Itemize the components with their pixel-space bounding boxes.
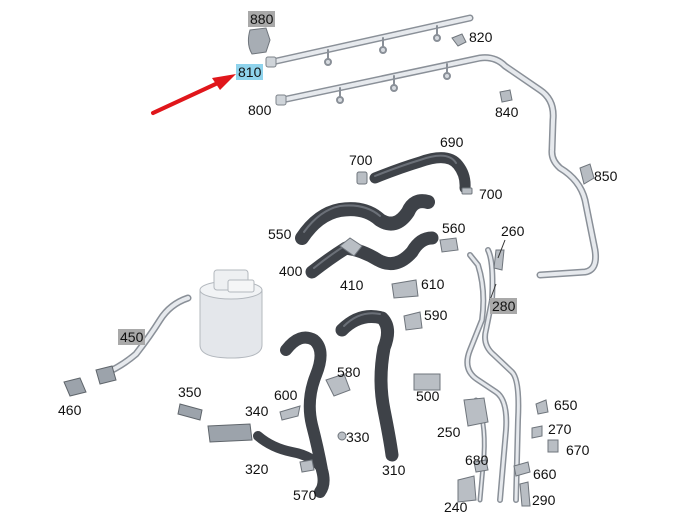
- leader-line-280: [489, 283, 497, 301]
- callout-260[interactable]: 260: [501, 223, 525, 239]
- callout-310[interactable]: 310: [382, 462, 406, 478]
- callout-600[interactable]: 600: [274, 387, 298, 403]
- callout-340[interactable]: 340: [245, 403, 269, 419]
- callout-840[interactable]: 840: [495, 104, 519, 120]
- fuel-filter: [199, 269, 263, 359]
- callout-700-lower[interactable]: 700: [479, 186, 503, 202]
- callout-320[interactable]: 320: [245, 461, 269, 477]
- connectors: [63, 365, 253, 443]
- clips-brackets: [279, 171, 559, 507]
- clip-880-part: [247, 27, 271, 55]
- callout-810[interactable]: 810: [236, 64, 264, 80]
- fuel-rail-upper: [265, 14, 474, 68]
- callout-690[interactable]: 690: [440, 134, 464, 150]
- callout-880[interactable]: 880: [248, 11, 276, 27]
- hoses: [253, 152, 471, 498]
- callout-610[interactable]: 610: [421, 276, 445, 292]
- callout-240[interactable]: 240: [444, 499, 468, 515]
- callout-330[interactable]: 330: [346, 429, 370, 445]
- callout-680[interactable]: 680: [465, 452, 489, 468]
- callout-570[interactable]: 570: [293, 487, 317, 503]
- pointer-arrow: [151, 74, 236, 115]
- callout-400[interactable]: 400: [279, 263, 303, 279]
- callout-450[interactable]: 450: [118, 329, 146, 345]
- callout-650[interactable]: 650: [554, 397, 578, 413]
- callout-660[interactable]: 660: [533, 466, 557, 482]
- callout-550[interactable]: 550: [268, 226, 292, 242]
- callout-700-upper[interactable]: 700: [349, 152, 373, 168]
- leader-line-260: [497, 239, 506, 259]
- callout-290[interactable]: 290: [532, 492, 556, 508]
- callout-280[interactable]: 280: [490, 298, 518, 314]
- callout-820[interactable]: 820: [469, 29, 493, 45]
- callout-850[interactable]: 850: [594, 168, 618, 184]
- callout-590[interactable]: 590: [424, 307, 448, 323]
- callout-670[interactable]: 670: [566, 442, 590, 458]
- callout-560[interactable]: 560: [442, 220, 466, 236]
- callout-580[interactable]: 580: [337, 364, 361, 380]
- fuel-rail-lower: [275, 54, 599, 279]
- callout-410[interactable]: 410: [340, 277, 364, 293]
- metal-lines: [100, 247, 522, 503]
- clip-850-part: [579, 163, 595, 185]
- callout-350[interactable]: 350: [178, 384, 202, 400]
- callout-270[interactable]: 270: [548, 421, 572, 437]
- clip-820-part: [451, 33, 467, 47]
- callout-500[interactable]: 500: [416, 388, 440, 404]
- clip-840-part: [499, 89, 513, 103]
- callout-460[interactable]: 460: [58, 402, 82, 418]
- callout-800[interactable]: 800: [248, 102, 272, 118]
- callout-250[interactable]: 250: [437, 424, 461, 440]
